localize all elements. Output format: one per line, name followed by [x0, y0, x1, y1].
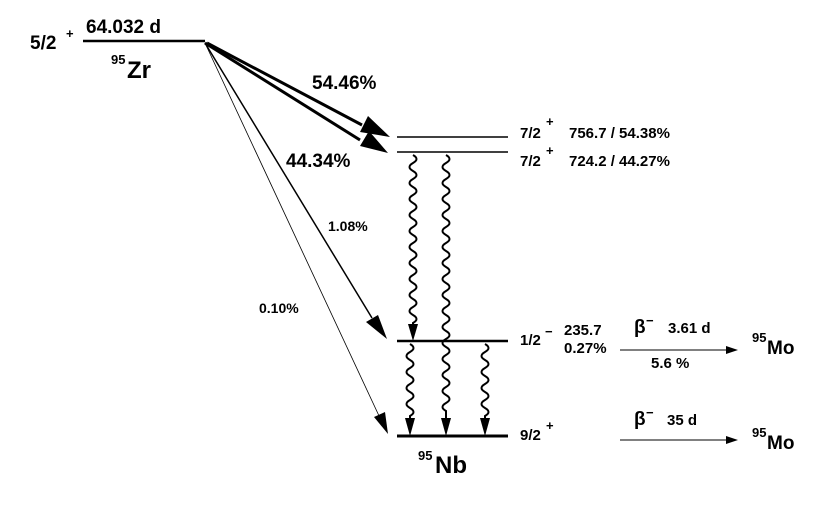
- secondary-decay-1-mode: β: [634, 317, 646, 338]
- beta-arrow-1-head: [366, 315, 387, 339]
- beta-branch-54: 54.46%: [312, 73, 377, 94]
- daughter-mass-number: 95: [418, 448, 432, 463]
- secondary-decay-1-product-mass: 95: [752, 330, 766, 345]
- beta-arrow-54: [206, 41, 363, 127]
- parent-symbol: Zr: [127, 57, 151, 84]
- secondary-decay-2-product-mass: 95: [752, 425, 766, 440]
- beta-arrow-0-head: [374, 412, 388, 434]
- secondary-decay-2-product: Mo: [767, 433, 794, 454]
- beta-arrow-44-head: [360, 131, 388, 153]
- ground-spin: 9/2: [520, 427, 541, 444]
- beta-arrow-0: [204, 42, 381, 419]
- gamma-235-to-ground-a: [405, 343, 415, 418]
- beta-arrow-1: [204, 42, 373, 319]
- gamma-724-to-235: [408, 154, 418, 324]
- beta-arrow-54-head: [360, 116, 390, 137]
- secondary-decay-1-halflife: 3.61 d: [668, 320, 711, 337]
- secondary-decay-2-head: [726, 436, 738, 444]
- level-756-parity: +: [546, 114, 554, 129]
- parent-spin: 5/2: [30, 33, 56, 54]
- secondary-decay-1-head: [726, 346, 738, 354]
- beta-branch-1: 1.08%: [328, 218, 368, 234]
- level-724-label: 724.2 / 44.27%: [569, 153, 670, 170]
- secondary-decay-1-branch: 5.6 %: [651, 355, 689, 372]
- level-235-energy: 235.7: [564, 322, 602, 339]
- secondary-decay-1-product: Mo: [767, 338, 794, 359]
- level-235-branch: 0.27%: [564, 340, 607, 357]
- gamma-235-to-ground-b: [480, 343, 490, 418]
- beta-branch-44: 44.34%: [286, 151, 351, 172]
- level-235-parity: −: [545, 324, 553, 339]
- gamma-724-to-ground: [441, 154, 451, 418]
- parent-mass-number: 95: [111, 52, 125, 67]
- parent-parity: +: [66, 26, 74, 41]
- beta-branch-0: 0.10%: [259, 300, 299, 316]
- daughter-symbol: Nb: [435, 452, 467, 479]
- level-235-spin: 1/2: [520, 332, 541, 349]
- level-724-parity: +: [546, 143, 554, 158]
- level-724-spin: 7/2: [520, 153, 541, 170]
- secondary-decay-1-sign: −: [646, 313, 654, 328]
- gamma-235-to-ground-a-head: [405, 418, 415, 436]
- secondary-decay-2-sign: −: [646, 405, 654, 420]
- beta-arrow-44: [204, 41, 361, 142]
- gamma-235-to-ground-b-head: [480, 418, 490, 436]
- gamma-724-to-ground-head: [441, 418, 451, 436]
- ground-parity: +: [546, 418, 554, 433]
- gamma-724-to-235-head: [408, 324, 418, 341]
- level-756-spin: 7/2: [520, 125, 541, 142]
- secondary-decay-2-halflife: 35 d: [667, 412, 697, 429]
- level-756-label: 756.7 / 54.38%: [569, 125, 670, 142]
- secondary-decay-2-mode: β: [634, 409, 646, 430]
- parent-halflife: 64.032 d: [86, 17, 161, 38]
